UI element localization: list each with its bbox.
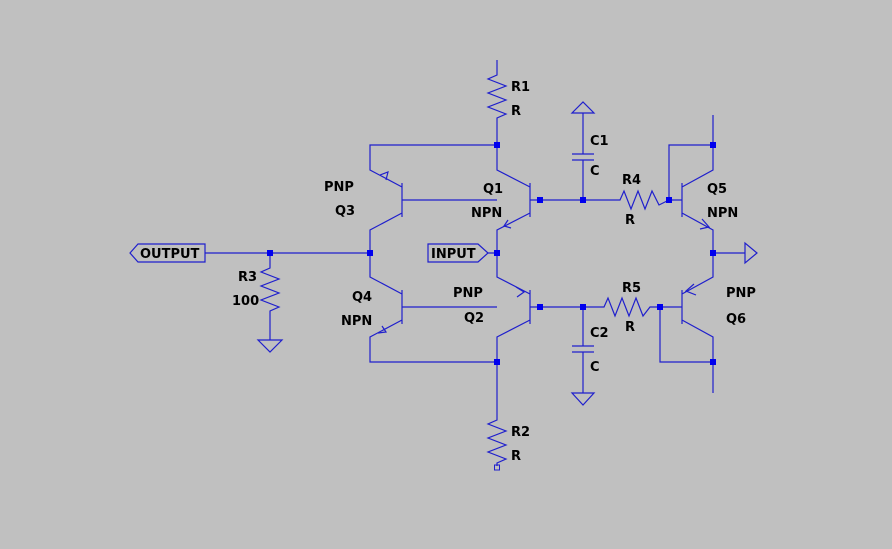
q6-ref-label: Q6 bbox=[726, 312, 746, 327]
junction-dot bbox=[537, 197, 543, 203]
emitter-arrow-icon bbox=[377, 325, 388, 334]
junction-dot bbox=[580, 304, 586, 310]
emitter-arrow-icon bbox=[503, 219, 512, 229]
c2-value-label: C bbox=[590, 360, 600, 375]
q5-type-label: NPN bbox=[707, 206, 738, 221]
capacitor-c2[interactable]: C2 C bbox=[570, 307, 609, 406]
junction-dot bbox=[710, 359, 716, 365]
junction-dot bbox=[367, 250, 373, 256]
transistor-q6[interactable]: PNP Q6 bbox=[659, 253, 756, 393]
r2-ref-label: R2 bbox=[511, 425, 530, 440]
emitter-arrow-icon bbox=[684, 283, 697, 296]
junction-dot bbox=[537, 304, 543, 310]
junction-dot bbox=[494, 250, 500, 256]
q6-type-label: PNP bbox=[726, 286, 756, 301]
r2-terminal-pin bbox=[494, 464, 500, 471]
resistor-r2[interactable]: R2 R bbox=[486, 362, 530, 471]
c1-value-label: C bbox=[590, 164, 600, 179]
r4-value-label: R bbox=[625, 213, 635, 228]
r4-ref-label: R4 bbox=[622, 173, 641, 188]
r5-value-label: R bbox=[625, 320, 635, 335]
emitter-arrow-icon bbox=[379, 171, 389, 181]
signal-arrow-icon bbox=[744, 241, 758, 265]
ground-icon bbox=[570, 392, 596, 406]
r2-value-label: R bbox=[511, 449, 521, 464]
capacitor-c1[interactable]: C1 C bbox=[570, 101, 609, 200]
emitter-arrow-icon bbox=[515, 286, 526, 298]
resistor-r3[interactable]: R3 100 bbox=[232, 253, 284, 353]
c1-ref-label: C1 bbox=[590, 134, 609, 149]
output-port-flag[interactable]: OUTPUT bbox=[129, 243, 206, 263]
q3-type-label: PNP bbox=[324, 180, 354, 195]
junction-dots bbox=[267, 142, 716, 365]
transistor-q2[interactable]: PNP Q2 bbox=[453, 253, 583, 362]
supply-arrow-icon bbox=[570, 101, 596, 114]
junction-dot bbox=[267, 250, 273, 256]
junction-dot bbox=[710, 142, 716, 148]
transistor-q5[interactable]: Q5 NPN bbox=[668, 115, 738, 253]
input-port-flag[interactable]: INPUT bbox=[427, 243, 489, 263]
r3-value-label: 100 bbox=[232, 294, 259, 309]
resistor-r5[interactable]: R5 R bbox=[583, 281, 660, 335]
junction-dot bbox=[494, 142, 500, 148]
q4-ref-label: Q4 bbox=[352, 290, 372, 305]
q2-type-label: PNP bbox=[453, 286, 483, 301]
r1-value-label: R bbox=[511, 104, 521, 119]
junction-dot bbox=[666, 197, 672, 203]
junction-dot bbox=[494, 359, 500, 365]
emitter-arrow-icon bbox=[699, 218, 711, 230]
transistor-q3[interactable]: PNP Q3 bbox=[324, 144, 497, 253]
r3-ref-label: R3 bbox=[238, 270, 257, 285]
c2-ref-label: C2 bbox=[590, 326, 609, 341]
resistor-r1[interactable]: R1 R bbox=[486, 60, 530, 145]
ground-icon bbox=[256, 339, 284, 353]
junction-dot bbox=[580, 197, 586, 203]
junction-dot bbox=[710, 250, 716, 256]
resistor-r4[interactable]: R4 R bbox=[583, 173, 670, 228]
q5-ref-label: Q5 bbox=[707, 182, 727, 197]
q1-type-label: NPN bbox=[471, 206, 502, 221]
output-port-label: OUTPUT bbox=[140, 247, 200, 262]
q1-ref-label: Q1 bbox=[483, 182, 503, 197]
r1-ref-label: R1 bbox=[511, 80, 530, 95]
q2-ref-label: Q2 bbox=[464, 311, 484, 326]
junction-dot bbox=[657, 304, 663, 310]
r5-ref-label: R5 bbox=[622, 281, 641, 296]
transistor-q4[interactable]: Q4 NPN bbox=[341, 253, 497, 363]
q3-ref-label: Q3 bbox=[335, 204, 355, 219]
input-port-label: INPUT bbox=[431, 247, 476, 262]
transistor-q1[interactable]: Q1 NPN bbox=[471, 145, 583, 253]
q4-type-label: NPN bbox=[341, 314, 372, 329]
